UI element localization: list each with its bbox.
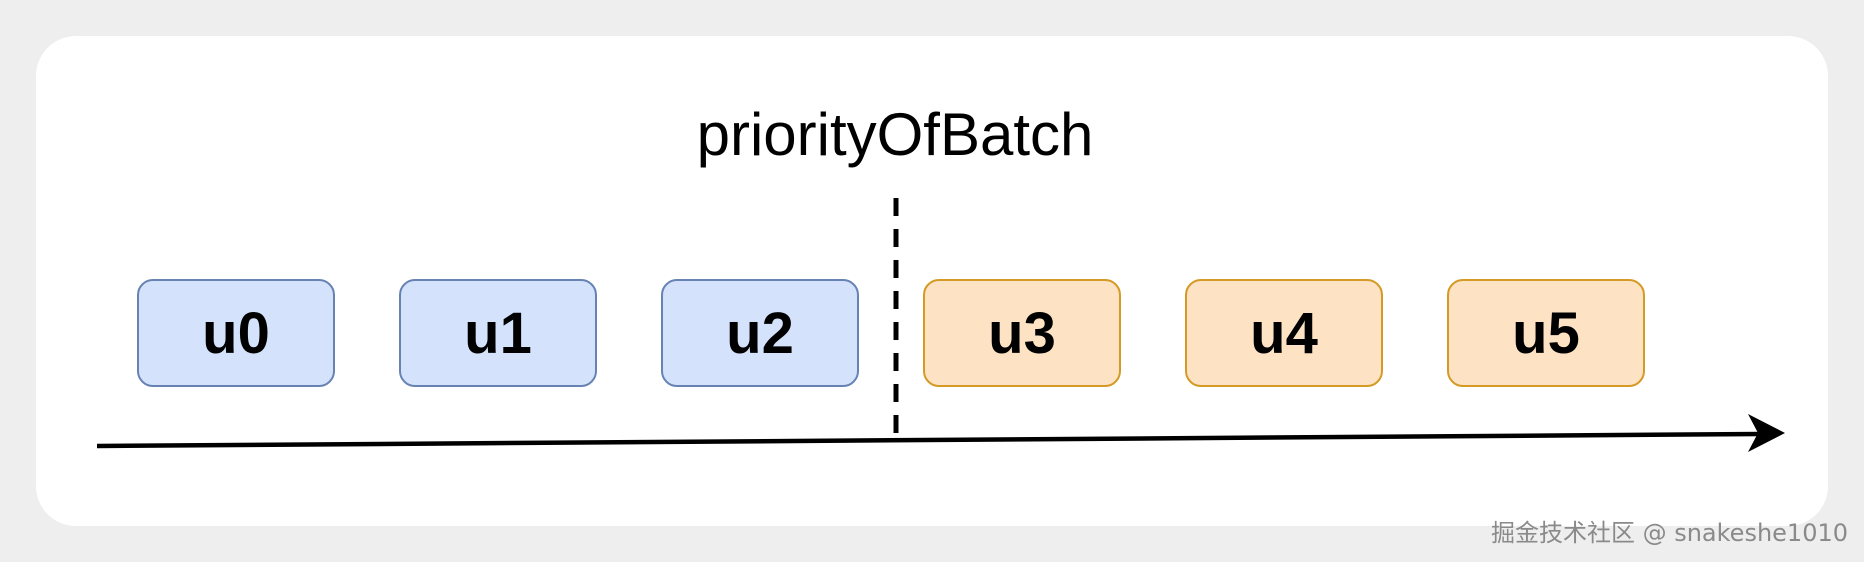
update-box-u5: u5 bbox=[1447, 279, 1645, 387]
timeline-arrow-shaft bbox=[96, 431, 1761, 449]
update-box-u4: u4 bbox=[1185, 279, 1383, 387]
update-box-u2: u2 bbox=[661, 279, 859, 387]
priority-of-batch-label: priorityOfBatch bbox=[696, 101, 1094, 168]
timeline-arrow-head-icon bbox=[1748, 414, 1785, 452]
update-box-u3: u3 bbox=[923, 279, 1121, 387]
update-box-u0: u0 bbox=[137, 279, 335, 387]
watermark-text: 掘金技术社区 @ snakeshe1010 bbox=[1490, 519, 1848, 547]
update-box-u1: u1 bbox=[399, 279, 597, 387]
